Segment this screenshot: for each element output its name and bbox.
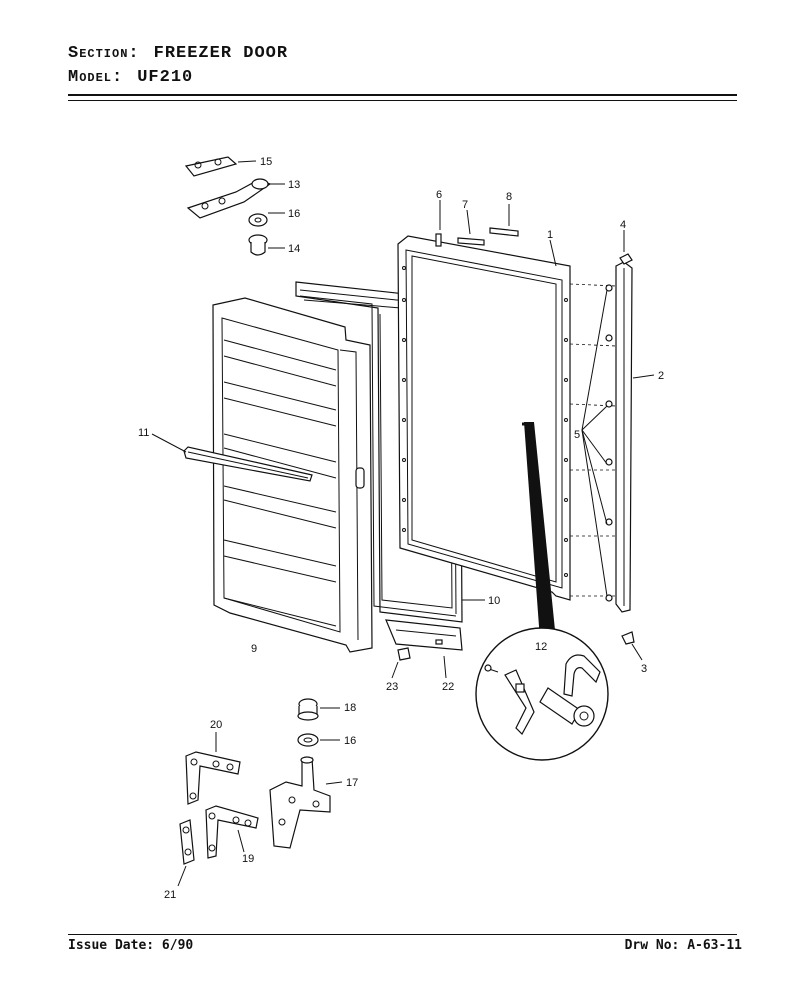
top-hinge-bracket: [186, 178, 272, 219]
trim-bracket: [397, 647, 411, 661]
hinge-shim-small: [205, 805, 259, 859]
section-label: Section:: [68, 44, 140, 63]
part-number-21: 21: [164, 889, 176, 901]
part-number-4: 4: [620, 219, 626, 231]
model-heading: Model: UF210: [68, 68, 193, 87]
bottom-hinge-bracket: [269, 756, 331, 849]
part-number-12: 12: [535, 641, 547, 653]
section-value: FREEZER DOOR: [153, 44, 289, 63]
top-trim-clip: [619, 253, 633, 265]
model-value: UF210: [137, 68, 194, 87]
drawing-number: Drw No: A-63-11: [624, 938, 742, 953]
part-number-13: 13: [288, 179, 300, 191]
bottom-hinge-pin: [297, 698, 319, 721]
outer-door-panel: [397, 235, 571, 601]
part-number-1: 1: [547, 229, 553, 241]
door-shelf-bar: [183, 446, 313, 482]
door-filler-strip: [489, 227, 519, 237]
latch-callout-leader: [524, 422, 556, 640]
part-number-18: 18: [344, 702, 356, 714]
issue-date: Issue Date: 6/90: [68, 938, 194, 953]
part-number-5: 5: [574, 429, 580, 441]
part-number-2: 2: [658, 370, 664, 382]
part-number-3: 3: [641, 663, 647, 675]
footer-rule: [68, 934, 737, 935]
hinge-shim-large: [185, 751, 241, 805]
door-stop-pin: [435, 233, 442, 247]
model-label: Model:: [68, 68, 124, 87]
header-rule-bottom: [68, 100, 737, 101]
part-number-15: 15: [260, 156, 272, 168]
part-number-10: 10: [488, 595, 500, 607]
part-number-19: 19: [242, 853, 254, 865]
part-number-11: 11: [138, 427, 149, 439]
door-side-trim: [615, 261, 633, 613]
door-frame-rivets: [402, 266, 568, 577]
part-number-8: 8: [506, 191, 512, 203]
trim-screws: [605, 284, 613, 602]
part-number-22: 22: [442, 681, 454, 693]
door-bracket-strip: [457, 237, 485, 246]
part-number-6: 6: [436, 189, 442, 201]
section-heading: Section: FREEZER DOOR: [68, 44, 288, 63]
part-number-7: 7: [462, 199, 468, 211]
top-hinge-washer: [248, 213, 268, 227]
part-number-16-bottom: 16: [344, 735, 356, 747]
hinge-spacer-plate: [179, 819, 195, 865]
part-number-20: 20: [210, 719, 222, 731]
part-number-23: 23: [386, 681, 398, 693]
part-number-14: 14: [288, 243, 300, 255]
part-number-9: 9: [251, 643, 257, 655]
door-bottom-trim: [385, 619, 463, 651]
part-number-16-top: 16: [288, 208, 300, 220]
part-number-17: 17: [346, 777, 358, 789]
top-hinge-bushing: [248, 234, 268, 256]
bottom-hinge-washer: [297, 733, 319, 747]
top-hinge-plate: [184, 156, 238, 177]
header-rule-top: [68, 94, 737, 96]
bottom-trim-clip: [621, 631, 635, 645]
latch-detail-circle: [475, 627, 609, 761]
